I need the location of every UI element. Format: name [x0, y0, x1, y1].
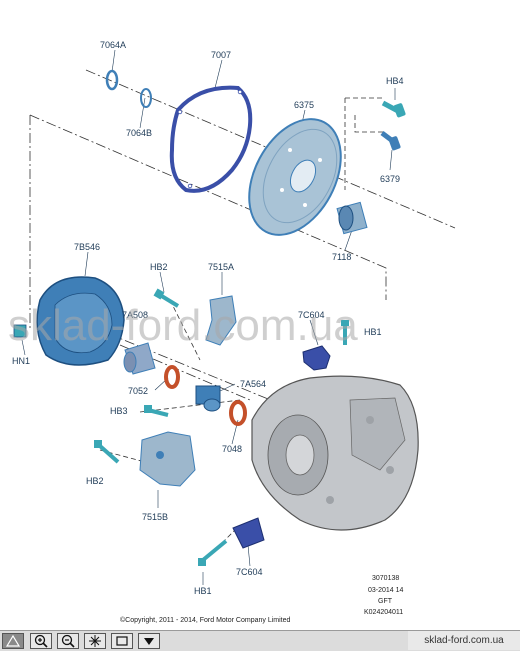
- seal-7052: [164, 365, 180, 389]
- back-icon: [116, 636, 128, 646]
- label-6375[interactable]: 6375: [294, 100, 314, 110]
- transmission-case: [251, 375, 419, 531]
- snap-ring-7064b: [140, 88, 152, 108]
- label-7c604-bottom[interactable]: 7C604: [236, 567, 263, 577]
- part-labels: 7064A 7064B 7007 6375 HB4 6379 7B546 711…: [12, 40, 404, 596]
- bolt-hb1-right: [341, 320, 349, 345]
- fit-icon: [89, 635, 101, 647]
- bushing-7118: [336, 201, 368, 235]
- zoom-in-icon: [34, 634, 48, 648]
- label-hb4[interactable]: HB4: [386, 76, 404, 86]
- zoom-in-button[interactable]: [30, 633, 52, 649]
- site-footer-label: sklad-ford.com.ua: [408, 631, 520, 650]
- bolt-6379: [380, 131, 401, 151]
- seal-7048: [229, 400, 247, 426]
- snap-ring-7064a: [105, 69, 119, 91]
- fork-7515a: [205, 295, 237, 346]
- watermark-text: sklad-ford.com.ua: [8, 301, 358, 350]
- ref-line-2: 03-2014 14: [368, 587, 404, 594]
- label-hb1-bottom[interactable]: HB1: [194, 586, 212, 596]
- label-hb2-bottom[interactable]: HB2: [86, 476, 104, 486]
- back-button[interactable]: [111, 633, 133, 649]
- zoom-out-icon: [61, 634, 75, 648]
- sensor-7c604-top: [302, 345, 331, 371]
- ref-line-1: 3070138: [372, 575, 399, 582]
- label-7052[interactable]: 7052: [128, 386, 148, 396]
- label-7a508[interactable]: 7A508: [122, 310, 148, 320]
- sleeve-7a508: [123, 342, 156, 375]
- label-6379[interactable]: 6379: [380, 174, 400, 184]
- exploded-parts-diagram: 7064A 7064B 7007 6375 HB4 6379 7B546 711…: [8, 40, 456, 624]
- reference-code: 3070138 03-2014 14 GFT K024204011: [364, 575, 404, 616]
- fit-view-button[interactable]: [84, 633, 106, 649]
- label-7048[interactable]: 7048: [222, 444, 242, 454]
- label-7515b[interactable]: 7515B: [142, 512, 168, 522]
- label-hn1[interactable]: HN1: [12, 356, 30, 366]
- sensor-7c604-bottom: [232, 517, 265, 549]
- label-7118[interactable]: 7118: [332, 252, 351, 262]
- label-7515a[interactable]: 7515A: [208, 262, 234, 272]
- flywheel-6375: [248, 118, 342, 236]
- viewer-toolbar: [0, 630, 520, 651]
- copyright-text: ©Copyright, 2011 - 2014, Ford Motor Comp…: [120, 616, 290, 624]
- bolt-hb1-bottom: [198, 539, 228, 566]
- label-7c604-top[interactable]: 7C604: [298, 310, 325, 320]
- release-bearing-7a564: [195, 385, 221, 412]
- label-7064a[interactable]: 7064A: [100, 40, 126, 50]
- zoom-out-button[interactable]: [57, 633, 79, 649]
- label-7a564[interactable]: 7A564: [240, 379, 266, 389]
- bolt-hb3: [144, 405, 169, 417]
- select-icon: [6, 635, 20, 647]
- bolt-hb4: [381, 100, 406, 118]
- label-7b546[interactable]: 7B546: [74, 242, 100, 252]
- gasket-7007: [169, 85, 253, 193]
- clutch-housing-7b546: [36, 276, 125, 366]
- ref-line-4: K024204011: [364, 609, 403, 616]
- menu-button[interactable]: [138, 633, 160, 649]
- label-7064b[interactable]: 7064B: [126, 128, 152, 138]
- ref-line-3: GFT: [378, 598, 393, 605]
- bolt-hb2-bottom: [94, 440, 120, 464]
- label-hb2-top[interactable]: HB2: [150, 262, 168, 272]
- label-7007[interactable]: 7007: [211, 50, 231, 60]
- menu-icon: [144, 638, 154, 645]
- fork-shaft-7515b: [139, 431, 196, 487]
- select-tool-button[interactable]: [2, 633, 24, 649]
- bolt-hb2-top: [153, 288, 180, 308]
- label-hb3[interactable]: HB3: [110, 406, 128, 416]
- nut-hn1: [13, 324, 27, 338]
- label-hb1-right[interactable]: HB1: [364, 327, 382, 337]
